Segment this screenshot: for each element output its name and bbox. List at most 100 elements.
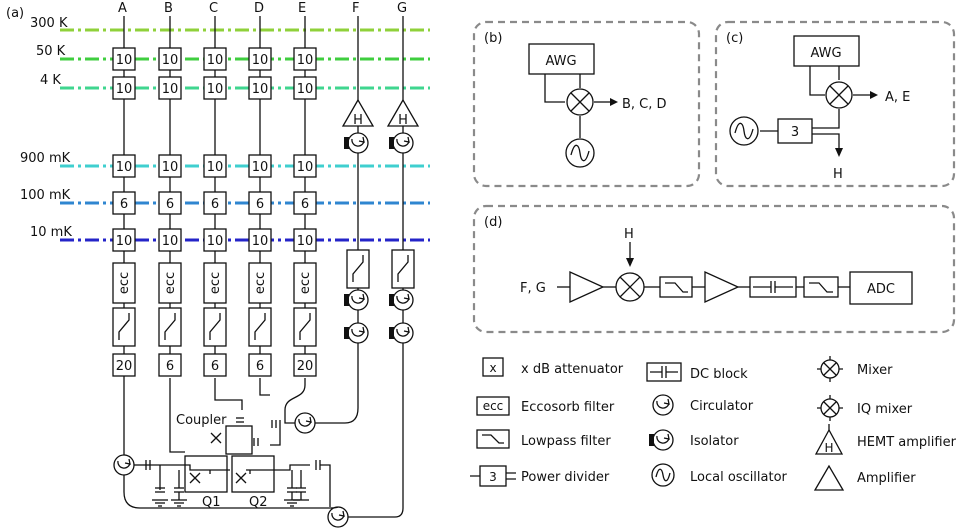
hemt-amplifier-f: H [341,98,375,128]
att-box-10mK-4 [293,228,317,252]
legend-divider-symbol-text: 3 [489,470,497,484]
att-10mk-e: 10 [297,234,314,249]
att-100mk-b: 6 [166,197,174,212]
att-900mk-e: 10 [297,160,314,175]
lowpass-filters [112,249,415,347]
att-box-100mK-4 [293,191,317,215]
att-50k-d: 10 [252,53,269,68]
panel-a-label: (a) [6,6,24,21]
att-bottom-a: 20 [116,359,133,374]
line-label-d: D [254,1,264,16]
legend-attenuator-symbol [482,357,504,377]
panel-b-local-oscillator [565,138,595,168]
legend-ecc-symbol [476,396,510,416]
att-bottom-e: 20 [297,359,314,374]
att-box-bottom-0 [112,353,136,377]
panel-d-lowpass-2 [803,276,839,298]
lowpass-0 [112,307,136,347]
legend-isolator-text: Isolator [690,434,739,449]
line-label-c: C [209,1,218,16]
panel-c-divider-box [777,118,813,144]
ecc-box-4 [293,262,317,304]
circulator-a [113,454,135,476]
isolator-1-1 [389,289,414,311]
att-box-900mK-4 [293,154,317,178]
panel-d-wiring [557,242,850,288]
att-box-4K-2 [203,76,227,100]
ecc-box-1 [158,262,182,304]
att-100mk-a: 6 [120,197,128,212]
att-box-900mK-3 [248,154,272,178]
panel-c-output: A, E [885,90,910,105]
hemt-g-label: H [398,113,408,128]
ecc-d: ecc [253,272,268,294]
legend-dcblock-text: DC block [690,367,748,382]
att-box-900mK-0 [112,154,136,178]
isolator-0-0 [344,132,369,154]
circulator-coupler [294,412,316,434]
att-box-4K-1 [158,76,182,100]
panel-d-lo: H [624,227,634,242]
att-box-100mK-0 [112,191,136,215]
isolator-1-2 [389,322,414,344]
ecc-b: ecc [163,272,178,294]
panel-c-local-oscillator [729,116,759,146]
att-box-900mK-1 [158,154,182,178]
legend-lowpass-text: Lowpass filter [521,434,611,449]
att-50k-a: 10 [116,53,133,68]
panel-d-lo-arrow [626,258,634,267]
att-box-10mK-3 [248,228,272,252]
att-box-bottom-2 [203,353,227,377]
panel-b-frame [472,20,701,188]
panel-d-adc-box [849,271,913,305]
panel-d-input: F, G [520,281,546,296]
capacitors-grounds [145,417,321,507]
att-box-4K-3 [248,76,272,100]
ecc-box-0 [112,262,136,304]
legend-iqmixer-text: IQ mixer [857,402,913,417]
attenuator-values: 10 10 10 10 10 10 10 10 10 10 10 10 10 1… [116,53,314,374]
panel-b-wiring [544,74,610,138]
legend-attenuator-symbol-text: x [489,361,496,375]
att-box-bottom-4 [293,353,317,377]
hemt-f-label: H [353,113,363,128]
att-100mk-c: 6 [211,197,219,212]
lowpass-4 [293,307,317,347]
att-50k-e: 10 [297,53,314,68]
lowpass-readout-0 [346,249,370,289]
att-box-900mK-2 [203,154,227,178]
legend-circulator-symbol [652,394,674,416]
att-box-bottom-3 [248,353,272,377]
legend-hemt-text: HEMT amplifier [857,435,957,450]
att-box-4K-0 [112,76,136,100]
legend-mixer-text: Mixer [857,363,893,378]
panel-d-adc-label: ADC [867,282,895,297]
attenuator-boxes [112,47,317,377]
q1-label: Q1 [202,495,221,510]
line-label-b: B [164,1,173,16]
legend-hemt-symbol-text: H [824,441,833,455]
att-box-bottom-1 [158,353,182,377]
att-4k-c: 10 [207,82,224,97]
stage-label-10mk: 10 mK [30,225,72,240]
line-label-g: G [397,1,407,16]
panel-c-frame [714,20,956,188]
panel-b-awg-box [528,43,595,75]
panel-c-label: (c) [726,31,743,46]
legend: x x dB attenuator ecc Eccosorb filter Lo… [470,356,957,491]
att-50k-c: 10 [207,53,224,68]
panel-b-output: B, C, D [622,97,667,112]
ecc-e: ecc [298,272,313,294]
josephson-junctions [189,432,247,484]
line-label-e: E [298,1,306,16]
panel-c-wiring [760,66,870,150]
panel-c-awg-box [793,35,860,67]
isolators [344,132,414,344]
line-label-a: A [118,1,127,16]
panel-d-mixer [615,272,645,302]
ecc-a: ecc [117,272,132,294]
ecc-box-3 [248,262,272,304]
panel-d-amplifier-2 [704,270,740,304]
panel-d-dc-block [749,276,797,298]
